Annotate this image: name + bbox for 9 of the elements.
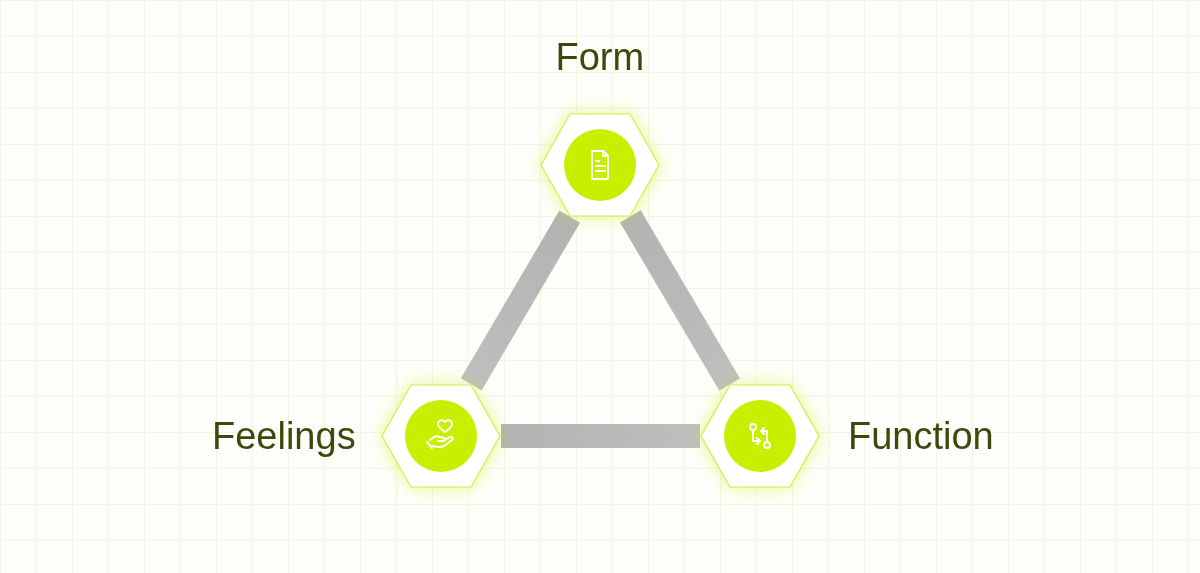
connector-bar xyxy=(620,210,740,391)
node-caption: Form xyxy=(555,38,645,76)
node-caption: Feelings xyxy=(212,417,356,455)
hexagon-node xyxy=(700,384,820,488)
connector-bar xyxy=(501,424,700,448)
node-caption: Function xyxy=(848,417,994,455)
hexagon-node xyxy=(381,384,501,488)
hexagon-node xyxy=(540,113,660,217)
connector-bar xyxy=(460,210,581,391)
